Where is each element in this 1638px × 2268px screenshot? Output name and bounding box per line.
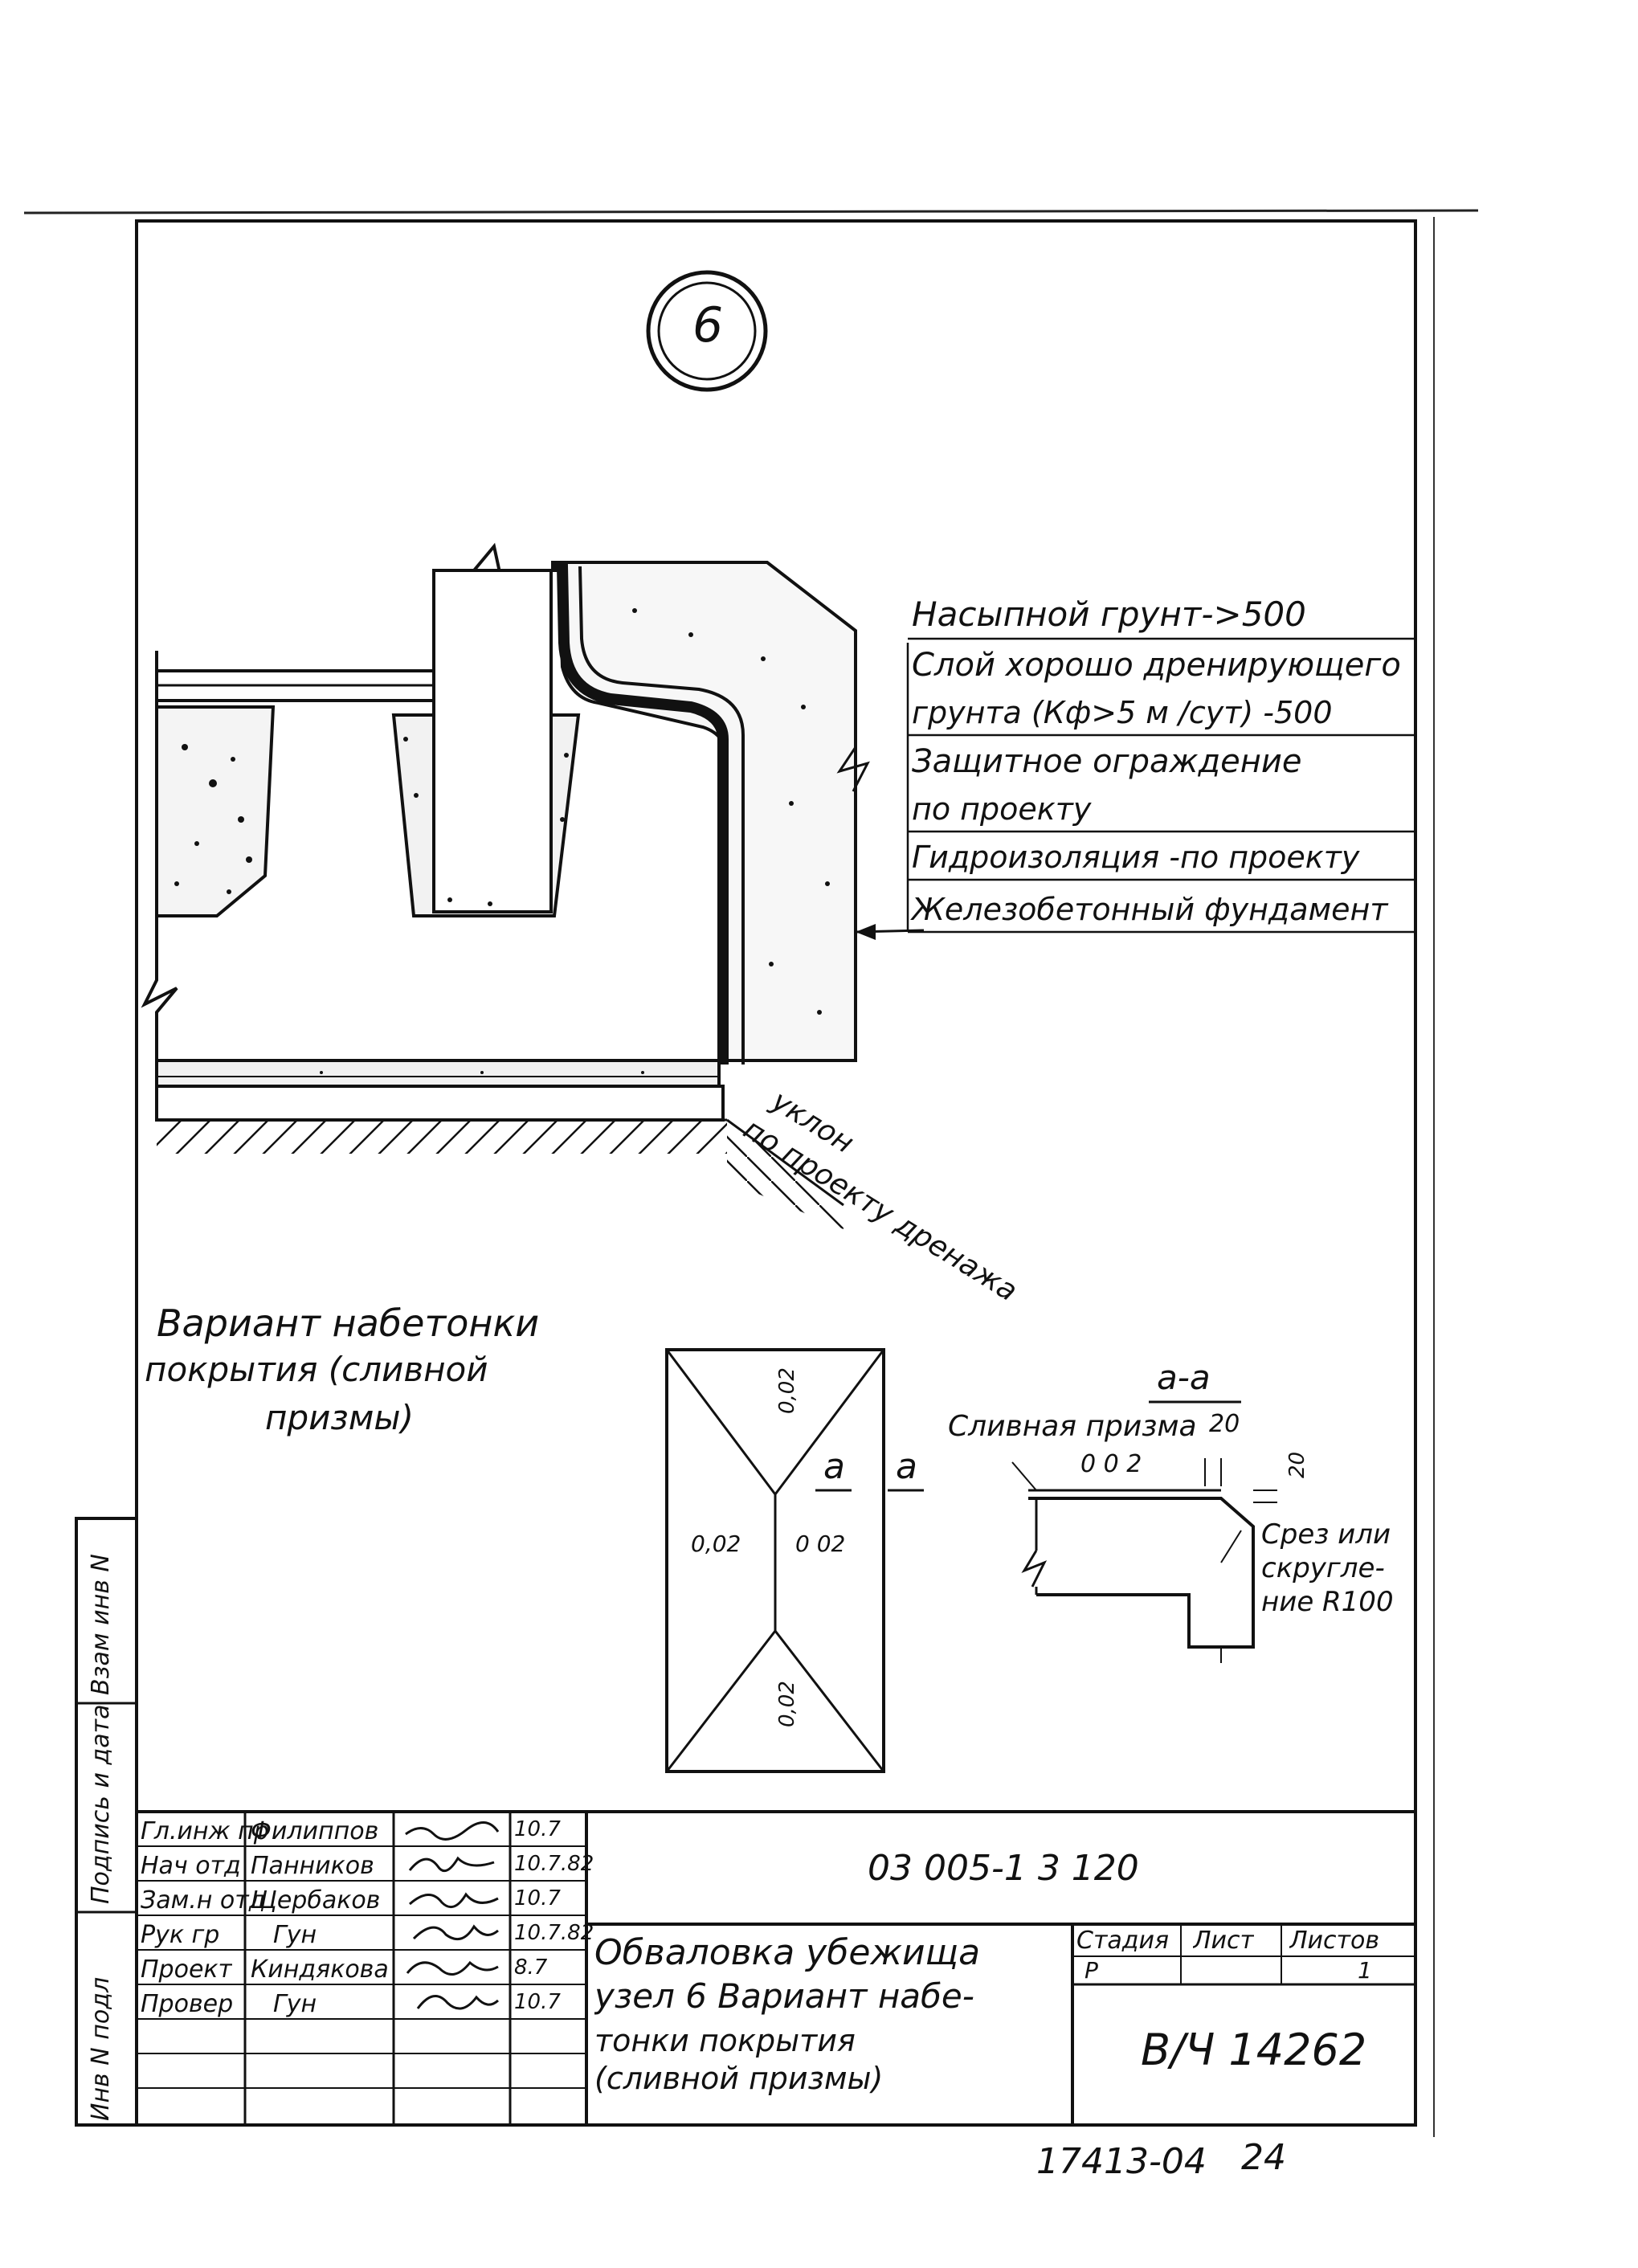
doc-title-2: узел 6 Вариант набе- [594,1976,974,2016]
concrete-speckles [174,608,830,1074]
tb-role-5: Проект [141,1955,233,1984]
label-fill-soil: Насыпной грунт->500 [912,595,1306,634]
side-stamp-inventory: Инв N подл [87,1976,115,2121]
detail-number: 6 [692,297,724,353]
doc-title-4: (сливной призмы) [594,2061,884,2096]
stage-header: Стадия [1076,1927,1170,1955]
detail-circle-inner [657,281,757,381]
fill-soil [551,561,857,1062]
section-note-3: ние R100 [1261,1586,1394,1618]
detail-circle-outer [646,270,768,392]
sheets-header: Листов [1289,1927,1380,1955]
waterproofing-layer [551,561,729,1065]
earth-hatch [157,1120,727,1154]
tb-date-3: 10.7 [514,1886,561,1910]
tb-name-5: Киндякова [251,1955,389,1984]
section-slope: 0 0 2 [1080,1450,1142,1478]
protective-wall-line [578,566,745,1065]
section-note-2: скругле- [1261,1552,1385,1584]
section-mark-right: a [896,1446,917,1487]
tb-name-3: Щербаков [251,1886,381,1915]
section-dim-side: 20 [1285,1451,1309,1478]
doc-code: 03 005-1 3 120 [868,1848,1139,1889]
footer-page: 24 [1241,2137,1286,2178]
tb-date-4: 10.7.82 [514,1921,594,1945]
plan-slope-right: 0 02 [795,1530,846,1557]
side-stamp-signature: Подпись и дата [87,1704,115,1905]
tb-name-1: Филиппов [251,1817,379,1845]
prism-label: Сливная призма [948,1410,1197,1443]
variant-caption-2: покрытия (сливной [145,1350,488,1389]
doc-title-1: Обваловка убежища [594,1932,981,1973]
tb-role-4: Рук гр [141,1921,220,1949]
doc-title-3: тонки покрытия [594,2023,856,2058]
tb-name-4: Гун [273,1921,317,1949]
section-dim-top: 20 [1209,1410,1240,1438]
tb-role-3: Зам.н отд [141,1886,266,1915]
tb-name-2: Панников [251,1852,374,1880]
tb-role-1: Гл.инж пр [141,1817,269,1845]
footer-number: 17413-04 [1036,2141,1207,2182]
section-aa-profile [1028,1497,1255,1649]
label-rc-foundation: Железобетонный фундамент [912,892,1388,927]
tb-date-5: 8.7 [514,1955,548,1980]
sheet-header: Лист [1193,1927,1255,1955]
tb-role-2: Нач отд [141,1852,241,1880]
plan-slope-top: 0,02 [775,1367,799,1414]
side-stamp-replace: Взам инв N [87,1554,115,1695]
signatures [405,1821,500,2010]
tb-date-2: 10.7.82 [514,1852,594,1876]
plan-slope-left: 0,02 [691,1530,741,1557]
bottom-slab [155,1059,721,1088]
tb-role-6: Провер [141,1990,234,2018]
variant-caption-3: призмы) [265,1398,414,1437]
label-protective-wall-1: Защитное ограждение [912,743,1302,780]
label-protective-wall-2: по проекту [912,791,1092,827]
tb-date-6: 10.7 [514,1990,561,2014]
tb-name-6: Гун [273,1990,317,2018]
title-block-grid [135,1810,1417,2127]
sheets-value: 1 [1358,1957,1372,1984]
variant-caption-1: Вариант набетонки [157,1302,540,1345]
tb-date-1: 10.7 [514,1817,561,1841]
section-mark-left: a [823,1446,845,1487]
wall-column [432,569,553,913]
section-title: a-a [1157,1358,1211,1397]
left-concrete-block [155,705,276,917]
plan-slope-bottom: 0,02 [775,1681,799,1727]
footing-base [155,1085,725,1122]
organization: В/Ч 14262 [1141,2025,1367,2075]
stage-value: Р [1085,1957,1098,1984]
column-footing-concrete [391,713,581,917]
label-drain-layer-2: грунта (Кф>5 м /сут) -500 [912,695,1333,730]
label-drain-layer-1: Слой хорошо дренирующего [912,647,1401,684]
label-waterproofing: Гидроизоляция -по проекту [912,840,1360,875]
scan-edge-top [23,209,1479,215]
section-note-1: Срез или [1261,1518,1391,1551]
